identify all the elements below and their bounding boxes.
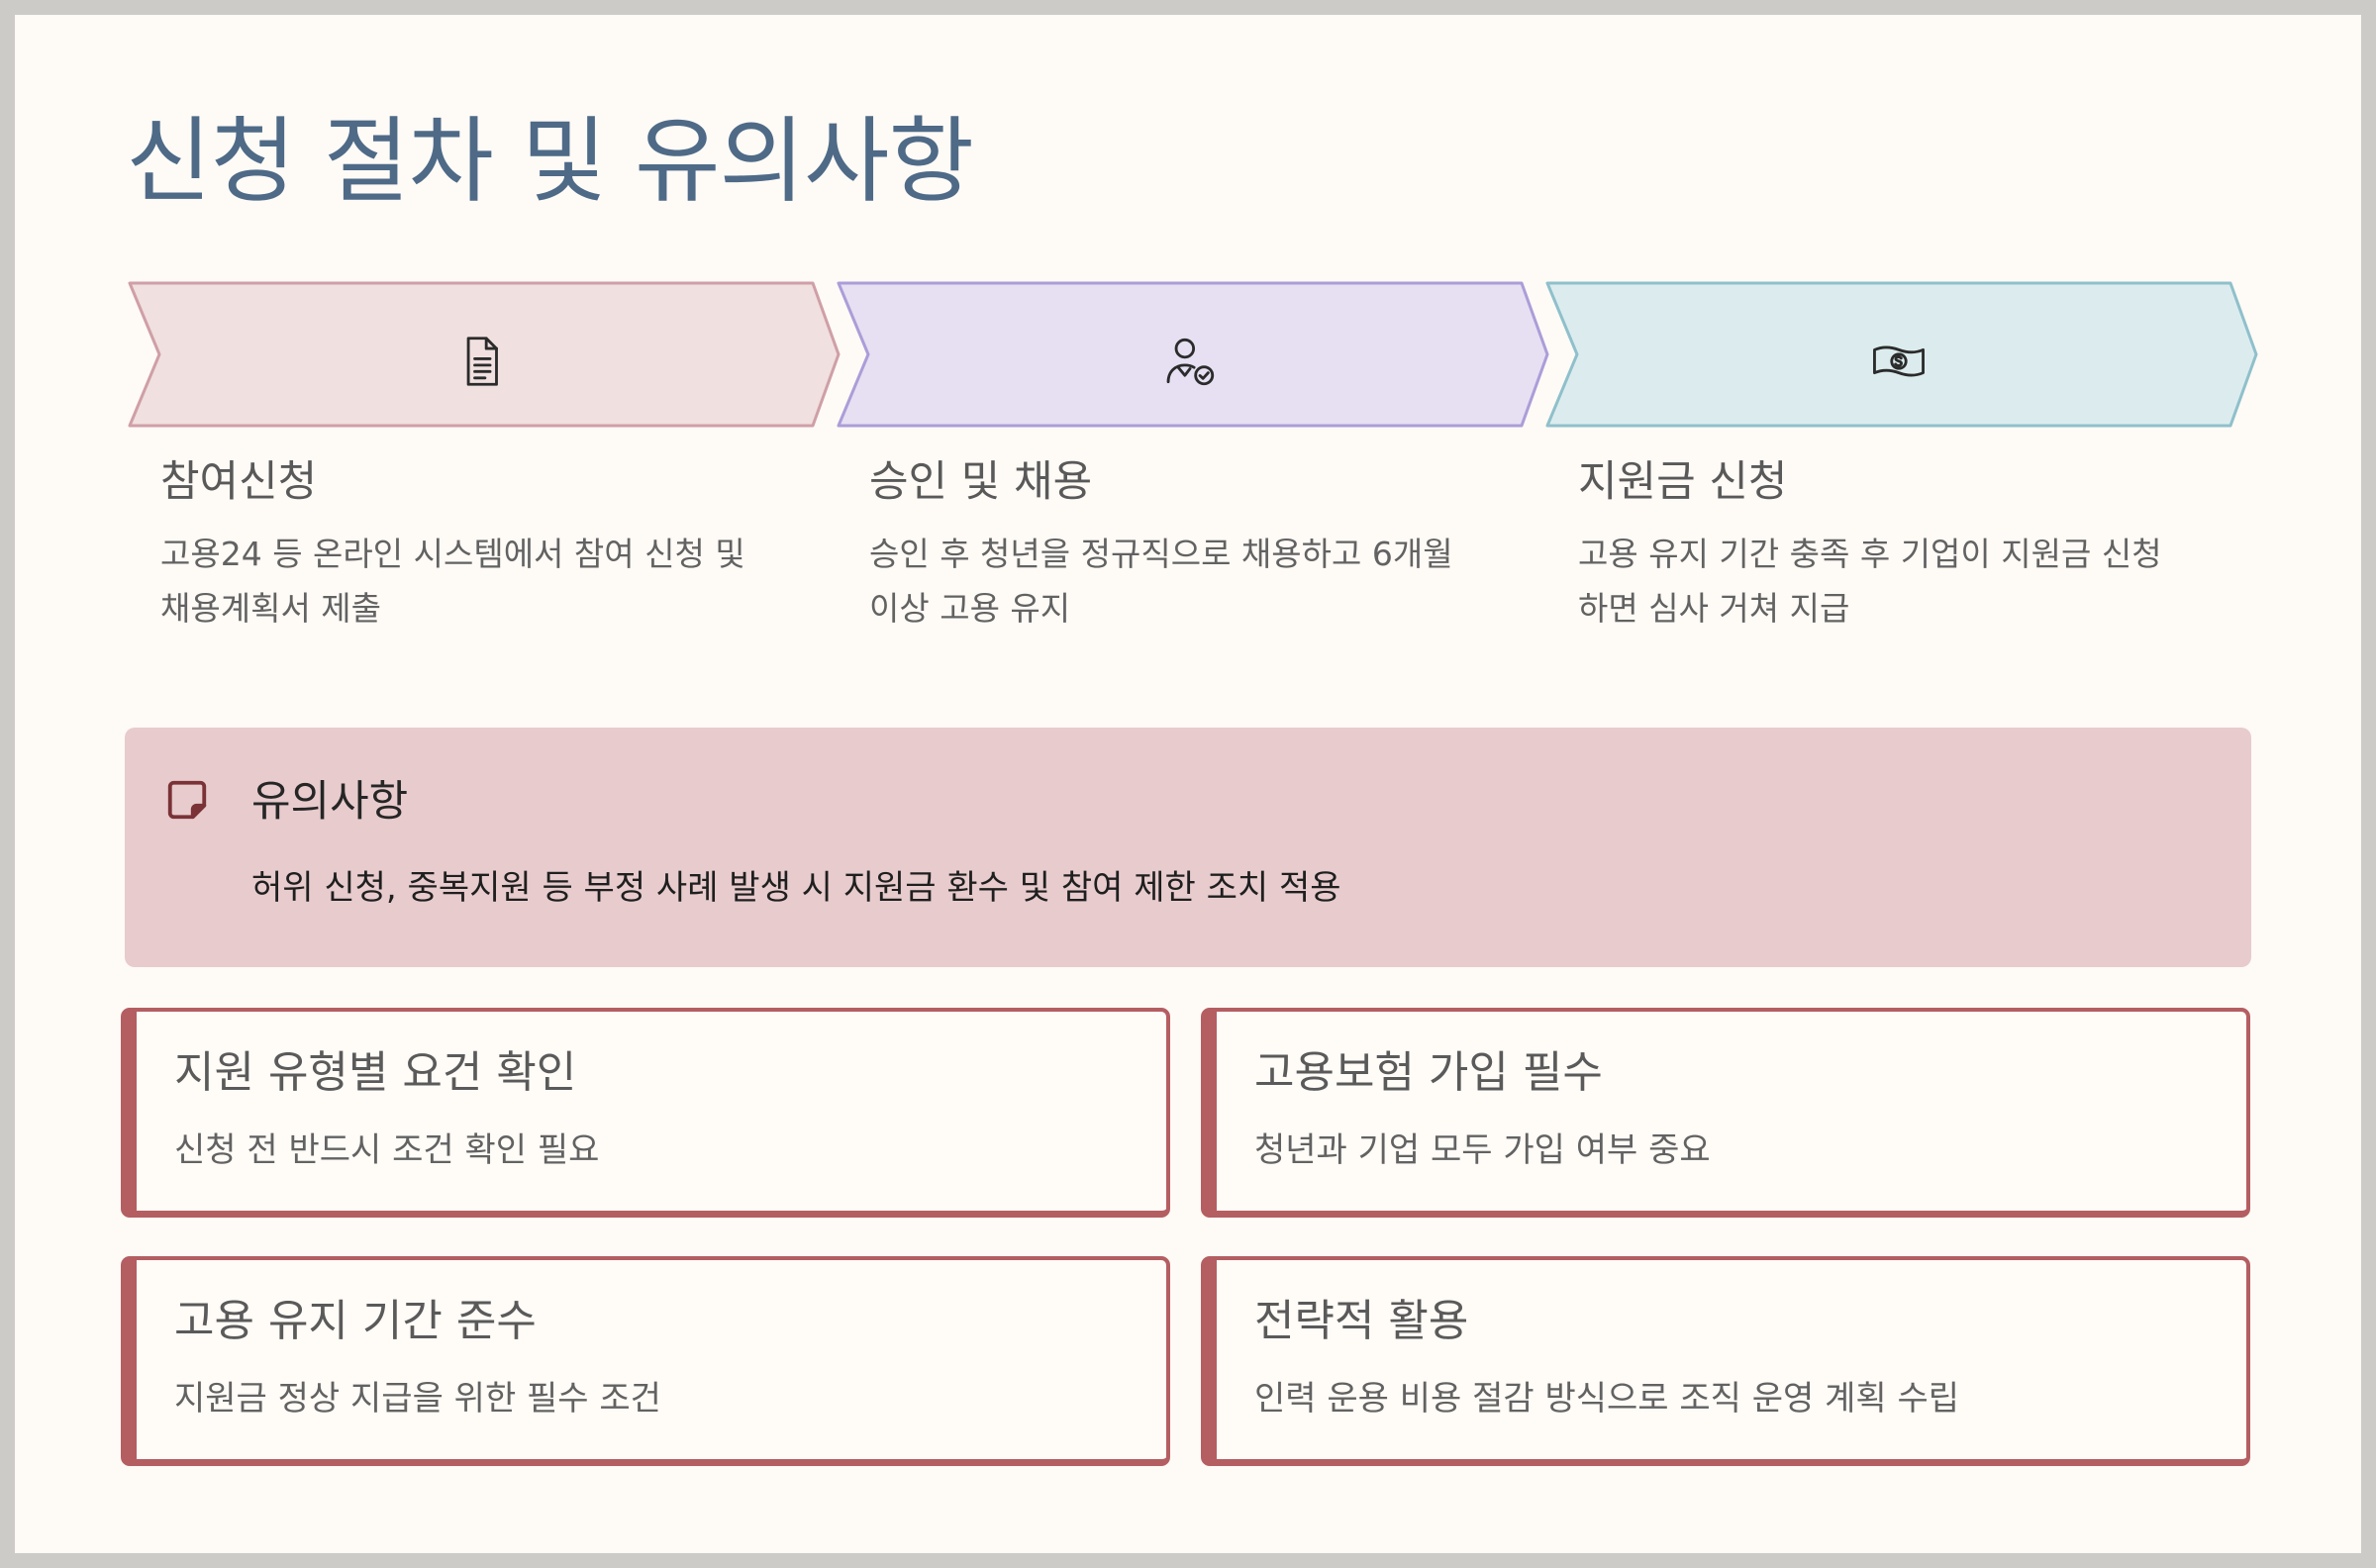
user-check-icon (1166, 338, 1215, 386)
step-title: 참여신청 (160, 457, 318, 507)
notice-text: 허위 신청, 중복지원 등 부정 사례 발생 시 지원금 환수 및 참여 제한 … (251, 868, 1341, 908)
page-title: 신청 절차 및 유의사항 (126, 108, 974, 216)
notice-box: 유의사항 허위 신청, 중복지원 등 부정 사례 발생 시 지원금 환수 및 참… (125, 728, 2251, 967)
card-description: 신청 전 반드시 조건 확인 필요 (174, 1130, 600, 1170)
document-icon (466, 337, 498, 386)
step-arrow-2 (833, 279, 1551, 430)
card-description: 청년과 기업 모두 가입 여부 중요 (1254, 1130, 1711, 1170)
notice-title: 유의사항 (251, 777, 409, 827)
step-title: 지원금 신청 (1578, 457, 1788, 507)
card-title: 지원 유형별 요건 확인 (174, 1047, 577, 1098)
money-bill-icon (1873, 345, 1925, 377)
sticky-note-icon (167, 780, 207, 820)
step-description: 승인 후 청년을 정규직으로 채용하고 6개월 이상 고용 유지 (869, 534, 1453, 628)
step-3: 지원금 신청 고용 유지 기간 충족 후 기업이 지원금 신청 하면 심사 거쳐… (1578, 457, 2231, 636)
card-title: 고용보험 가입 필수 (1254, 1047, 1603, 1098)
card-title: 고용 유지 기간 준수 (174, 1296, 537, 1346)
slide: 신청 절차 및 유의사항 (15, 15, 2361, 1553)
step-arrow-1 (124, 279, 842, 430)
card-description: 인력 운용 비용 절감 방식으로 조직 운영 계획 수립 (1254, 1379, 1960, 1419)
info-card: 고용 유지 기간 준수 지원금 정상 지급을 위한 필수 조건 (121, 1256, 1170, 1466)
info-card: 지원 유형별 요건 확인 신청 전 반드시 조건 확인 필요 (121, 1008, 1170, 1218)
step-1: 참여신청 고용24 등 온라인 시스템에서 참여 신청 및 채용계획서 제출 (160, 457, 814, 636)
step-arrow-3 (1541, 279, 2260, 430)
info-card: 고용보험 가입 필수 청년과 기업 모두 가입 여부 중요 (1201, 1008, 2250, 1218)
step-description: 고용 유지 기간 충족 후 기업이 지원금 신청 하면 심사 거쳐 지급 (1578, 534, 2162, 628)
card-description: 지원금 정상 지급을 위한 필수 조건 (174, 1379, 661, 1419)
card-title: 전략적 활용 (1254, 1296, 1469, 1346)
step-2: 승인 및 채용 승인 후 청년을 정규직으로 채용하고 6개월 이상 고용 유지 (869, 457, 1523, 636)
info-card: 전략적 활용 인력 운용 비용 절감 방식으로 조직 운영 계획 수립 (1201, 1256, 2250, 1466)
step-title: 승인 및 채용 (869, 457, 1093, 507)
step-description: 고용24 등 온라인 시스템에서 참여 신청 및 채용계획서 제출 (160, 534, 745, 628)
